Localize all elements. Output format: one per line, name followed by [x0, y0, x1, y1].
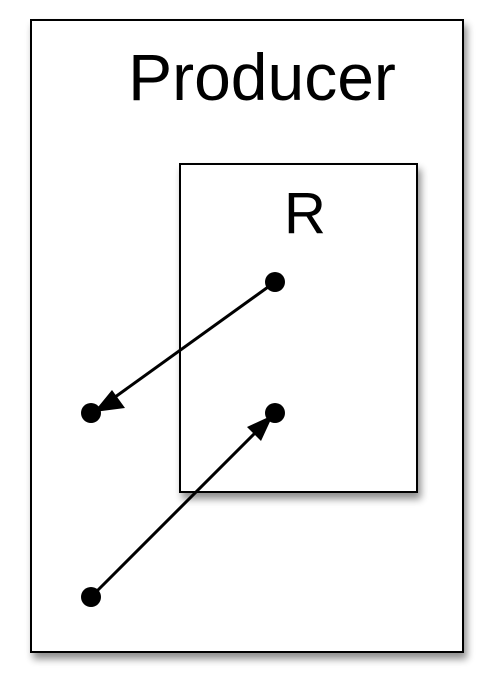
incoming-arrow — [81, 403, 285, 607]
outgoing-arrow-target-dot — [81, 403, 101, 423]
outgoing-arrowhead — [94, 390, 125, 412]
incoming-arrow-line — [89, 424, 264, 599]
incoming-arrowhead — [247, 415, 273, 441]
outgoing-arrow-line — [103, 280, 276, 407]
outgoing-arrow — [81, 272, 285, 423]
incoming-arrow-source-dot — [81, 587, 101, 607]
incoming-arrow-target-dot — [265, 403, 285, 423]
r-label: R — [284, 181, 326, 246]
outgoing-arrow-source-dot — [265, 272, 285, 292]
r-box: R — [179, 163, 418, 493]
r-box-frame — [179, 163, 418, 493]
producer-label: Producer — [128, 40, 396, 114]
